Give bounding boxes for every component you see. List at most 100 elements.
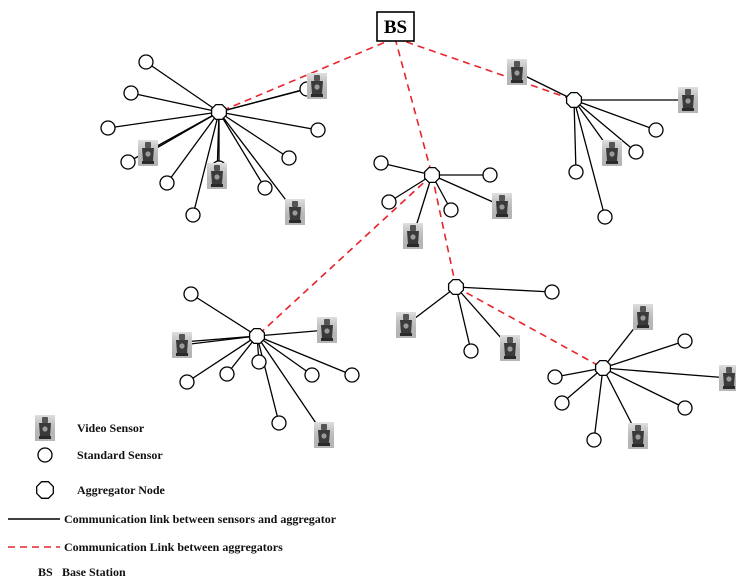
standard-sensor xyxy=(443,202,459,218)
legend-bs-label: Base Station xyxy=(62,565,126,579)
video-sensor-icon xyxy=(602,140,622,166)
aggregator-link xyxy=(218,37,396,113)
legend-sensor-link-label: Communication link between sensors and a… xyxy=(64,512,337,526)
aggregator-node xyxy=(594,359,612,377)
legend-standard-sensor-label: Standard Sensor xyxy=(77,448,163,462)
sensor-link xyxy=(256,329,328,337)
standard-sensor xyxy=(677,333,693,349)
legend-aggregator-link: Communication Link between aggregators xyxy=(8,540,283,554)
video-sensor-icon xyxy=(492,193,512,219)
sensor-link xyxy=(107,111,220,129)
sensor-link xyxy=(166,111,220,184)
sensor-link xyxy=(455,286,553,293)
standard-sensor-icon xyxy=(37,447,53,463)
video-sensor-icon xyxy=(719,365,736,391)
sensor-link xyxy=(256,335,280,424)
sensor-link xyxy=(147,111,220,154)
legend-sensor-link: Communication link between sensors and a… xyxy=(8,512,337,526)
sensor-link xyxy=(218,111,319,131)
video-sensor-icon xyxy=(633,304,653,330)
standard-sensor xyxy=(183,286,199,302)
video-sensor-icon xyxy=(285,199,305,225)
sensor-link xyxy=(190,293,258,337)
legend-aggregator-node: Aggregator Node xyxy=(36,481,166,499)
standard-sensor xyxy=(381,194,397,210)
sensor-link xyxy=(186,335,258,383)
legend-aggregator-link-label: Communication Link between aggregators xyxy=(64,540,283,554)
base-station-label: BS xyxy=(384,17,407,38)
standard-sensor xyxy=(648,122,664,138)
standard-sensor xyxy=(251,354,267,370)
aggregator-node-icon xyxy=(36,481,54,499)
standard-sensor xyxy=(586,432,602,448)
sensor-link xyxy=(431,174,503,207)
sensor-link xyxy=(218,111,296,213)
sensor-link xyxy=(256,335,313,376)
standard-sensor xyxy=(304,367,320,383)
standard-sensor xyxy=(373,155,389,171)
aggregator-node xyxy=(248,327,266,345)
video-sensor-icon xyxy=(628,423,648,449)
aggregator-links xyxy=(218,37,604,369)
sensor-link xyxy=(561,367,604,404)
standard-sensor xyxy=(677,400,693,416)
video-sensor-icon xyxy=(500,335,520,361)
legend-video-sensor: Video Sensor xyxy=(35,415,145,441)
aggregator-link xyxy=(256,174,433,337)
standard-sensor xyxy=(547,369,563,385)
standard-sensor xyxy=(120,154,136,170)
standard-sensor xyxy=(271,415,287,431)
sensor-link xyxy=(573,99,657,131)
legend-standard-sensor: Standard Sensor xyxy=(37,447,163,463)
standard-sensor xyxy=(310,122,326,138)
standard-sensor xyxy=(597,209,613,225)
standard-sensor xyxy=(463,343,479,359)
standard-sensor xyxy=(482,167,498,183)
video-sensor-icon xyxy=(307,73,327,99)
standard-sensor xyxy=(281,150,297,166)
video-sensor-icon xyxy=(507,59,527,85)
aggregator-link xyxy=(394,37,433,176)
sensor-link xyxy=(256,335,325,436)
standard-sensor xyxy=(219,366,235,382)
standard-sensor xyxy=(554,395,570,411)
sensor-link xyxy=(192,111,220,216)
legend-aggregator-node-label: Aggregator Node xyxy=(77,483,166,497)
base-station: BS xyxy=(376,11,415,42)
sensor-link xyxy=(218,111,290,159)
sensor-link xyxy=(256,335,353,376)
video-sensor-icon xyxy=(678,87,698,113)
video-sensor-icon xyxy=(35,415,55,441)
standard-sensor xyxy=(344,367,360,383)
sensor-link xyxy=(380,162,433,176)
standard-sensor xyxy=(257,180,273,196)
sensor-link xyxy=(573,99,577,173)
aggregator-node xyxy=(423,166,441,184)
video-sensor-icon xyxy=(396,312,416,338)
video-sensor-icon xyxy=(314,422,334,448)
standard-sensor xyxy=(544,284,560,300)
legend-video-sensor-label: Video Sensor xyxy=(77,421,145,435)
standard-sensor xyxy=(159,175,175,191)
aggregator-node xyxy=(565,91,583,109)
video-sensor-icon xyxy=(403,223,423,249)
sensor-link xyxy=(145,61,220,113)
sensor-link xyxy=(602,367,730,379)
standard-sensor xyxy=(185,207,201,223)
sensor-link xyxy=(130,92,220,113)
video-sensor-icon xyxy=(172,332,192,358)
standard-sensor xyxy=(138,54,154,70)
standard-sensor xyxy=(568,164,584,180)
legend-base-station: BS Base Station xyxy=(38,565,126,579)
sensor-link xyxy=(455,286,472,352)
video-sensor-icon xyxy=(138,140,158,166)
sensor-link xyxy=(388,174,433,203)
nodes xyxy=(100,54,736,449)
standard-sensor xyxy=(628,144,644,160)
sensor-link xyxy=(602,367,686,409)
standard-sensor xyxy=(179,374,195,390)
sensor-links xyxy=(107,61,730,441)
aggregator-link xyxy=(431,174,457,288)
legend-bs-abbrev: BS xyxy=(38,565,53,579)
